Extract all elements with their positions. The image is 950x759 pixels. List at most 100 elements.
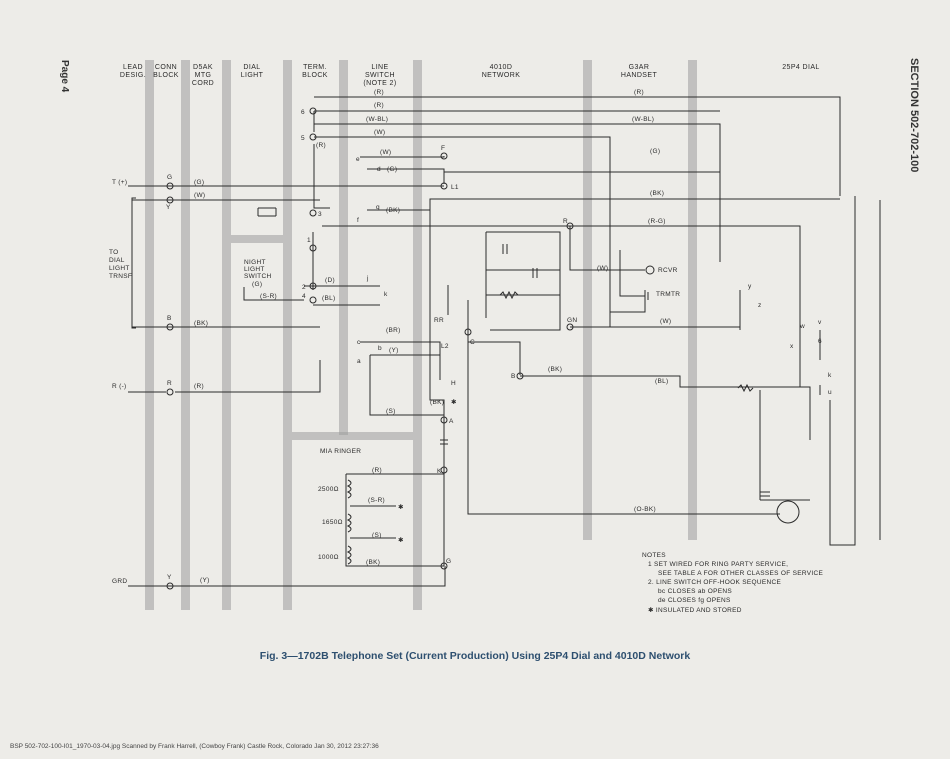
note-1: 1 SET WIRED FOR RING PARTY SERVICE, (648, 561, 788, 568)
ringer-title: MIA RINGER (320, 448, 361, 455)
wire-label: (R) (194, 383, 204, 390)
terminal-label: B (167, 315, 172, 322)
band-handset (688, 60, 697, 540)
wire-label: (R) (316, 142, 326, 149)
wire-label: (W) (194, 192, 205, 199)
wire-label: (BK) (650, 190, 664, 197)
insulated-marker: ✱ (451, 398, 457, 406)
header-network-2: NETWORK (482, 72, 521, 79)
header-handset-2: HANDSET (621, 72, 658, 79)
header-lead-desig-2: DESIG. (120, 72, 146, 79)
note-2b: bc CLOSES ab OPENS (658, 588, 732, 595)
terminal-label: u (828, 389, 832, 396)
night-switch-label-3: SWITCH (244, 273, 271, 280)
terminal-label: k (828, 372, 832, 379)
coil-1650-label: 1650Ω (322, 519, 343, 526)
terminal-label-group: G Y B R Y 6 5 3 1 2 4 e d f g j k c b a … (166, 109, 832, 581)
note-1b: SEE TABLE A FOR OTHER CLASSES OF SERVICE (658, 570, 824, 577)
terminal-label: 4 (302, 293, 306, 300)
wire-label: (W) (597, 265, 608, 272)
lead-grd: GRD (112, 578, 127, 585)
terminal-label: R (563, 218, 568, 225)
band-ringer-top (292, 432, 413, 440)
column-headers: LEAD DESIG. CONN BLOCK D5AK MTG CORD DIA… (120, 64, 819, 87)
dial-capacitor (760, 491, 770, 497)
wire-label-group: (R) (R) (W-BL) (W) (R) (W) (G) (G) (W) (… (194, 89, 671, 584)
lead-tip: T (+) (112, 179, 127, 186)
wire-label: (D) (325, 277, 335, 284)
header-line-switch-3: (NOTE 2) (363, 80, 396, 87)
receiver-label: RCVR (658, 267, 678, 274)
wire-label: (S-R) (368, 497, 385, 504)
terminal-label: F (441, 145, 445, 152)
band-network-left (413, 60, 422, 610)
coil-1000-label: 1000Ω (318, 554, 339, 561)
terminal-label: G (167, 174, 172, 181)
wire-label: (R) (634, 89, 644, 96)
terminal-label: 3 (318, 211, 322, 218)
insulated-marker: ✱ (398, 503, 404, 511)
terminal-label: 6 (301, 109, 305, 116)
wire-label: (BR) (386, 327, 401, 334)
terminal-label: g (376, 204, 380, 211)
wire-label: (W) (380, 149, 391, 156)
terminal-label: RR (434, 317, 444, 324)
note-2c: de CLOSES fg OPENS (658, 597, 731, 604)
header-conn-block: CONN (155, 64, 177, 71)
night-switch-label-2: LIGHT (244, 266, 265, 273)
wire-label: (W) (660, 318, 671, 325)
wire-label: (G) (194, 179, 204, 186)
terminal-label: c (357, 339, 361, 346)
notes-block: NOTES 1 SET WIRED FOR RING PARTY SERVICE… (642, 552, 824, 614)
night-switch-label-4: (G) (252, 281, 262, 288)
night-switch-label: NIGHT (244, 259, 266, 266)
notes-title: NOTES (642, 552, 666, 559)
terminal-label: 2 (302, 284, 306, 291)
wire-label: (R) (372, 467, 382, 474)
terminal-label: f (357, 217, 359, 224)
wire-label: (O-BK) (634, 506, 656, 513)
header-line-switch: LINE (371, 64, 388, 71)
header-conn-block-2: BLOCK (153, 72, 179, 79)
terminal-label: A (449, 418, 454, 425)
terminal-label: z (758, 302, 762, 309)
band-d5ak (181, 60, 190, 610)
terminal-label: w (799, 323, 805, 330)
header-d5ak-3: CORD (192, 80, 214, 87)
terminal-label: H (451, 380, 456, 387)
wire-label: (BL) (322, 295, 335, 302)
resistor-network (499, 290, 519, 300)
wire-label: (BK) (548, 366, 562, 373)
terminals (166, 107, 800, 590)
transmitter-label: TRMTR (656, 291, 680, 298)
header-lead-desig: LEAD (123, 64, 143, 71)
terminal-label: y (748, 283, 752, 290)
band-network-right (583, 60, 592, 540)
wire-label: (R-G) (648, 218, 666, 225)
wire-label: (BL) (655, 378, 668, 385)
terminal-label: d (377, 166, 381, 173)
network-capacitor-2 (532, 268, 538, 278)
wire-label: (S-R) (260, 293, 277, 300)
terminal-label: Y (167, 574, 172, 581)
wire-label: (S) (372, 532, 382, 539)
terminal-label: 6 (818, 338, 822, 345)
wire-label: (BK) (194, 320, 208, 327)
section-number-label: SECTION 502-702-100 (908, 58, 920, 173)
header-handset: G3AR (629, 64, 650, 71)
note-3: ✱ INSULATED AND STORED (648, 606, 742, 614)
insulated-marker: ✱ (398, 536, 404, 544)
terminal-label: 1 (307, 237, 311, 244)
wire-label: (Y) (200, 577, 210, 584)
wire-label: (R) (374, 102, 384, 109)
terminal-label: L1 (451, 184, 459, 191)
wire-label: (Y) (389, 347, 399, 354)
header-dial-light: DIAL (243, 64, 260, 71)
lead-to-dial: TO (109, 249, 119, 256)
header-term-block: TERM. (303, 64, 327, 71)
wire-label: (BK) (430, 399, 444, 406)
network-capacitor-1 (502, 244, 508, 254)
terminal-label: G (446, 558, 451, 565)
